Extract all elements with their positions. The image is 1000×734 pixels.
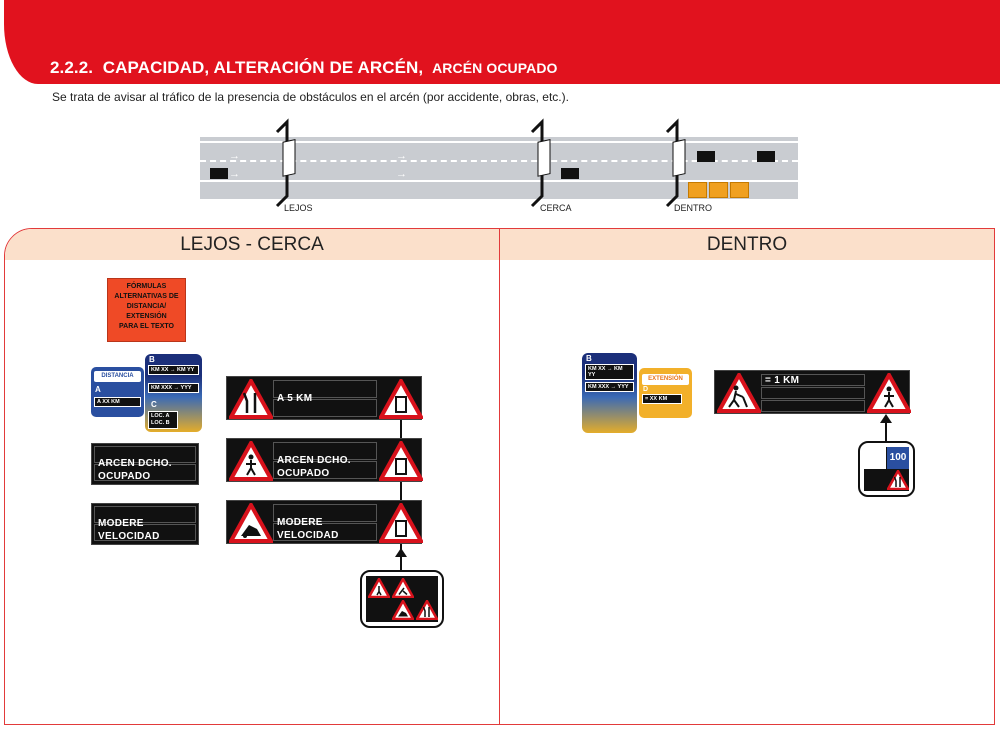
extension-line: KM XXX → YYY [585,382,634,392]
header-band [4,0,1000,84]
extension-format-box: B KM XX → KM YY KM XXX → YYY [582,353,637,433]
pedestrian-warning-icon [867,373,911,413]
vms-line: OCUPADO [277,468,330,479]
obstacle-block-icon [688,182,707,198]
traffic-arrow-icon: → [396,150,407,162]
vehicle-icon [697,151,715,162]
sign-line: OCUPADO [98,471,151,482]
door-warning-icon [379,379,423,419]
road-narrows-icon [887,470,909,490]
vms-line: = 1 KM [765,375,800,386]
vms-line: VELOCIDAD [277,530,339,541]
distance-label: DISTANCIA [94,371,141,382]
format-letter: B [149,355,155,364]
road-edge-top [200,141,798,143]
section-title: 2.2.2. CAPACIDAD, ALTERACIÓN DE ARCÉN, A… [50,58,558,78]
vms-sign-distance: A 5 KM [226,376,423,420]
vms-line: ARCEN DCHO. [277,455,351,466]
text-sign-modere: MODERE VELOCIDAD [91,503,199,545]
extension-value: = XX KM [642,394,682,404]
sign-line: MODERE [98,518,144,529]
lane-divider [200,160,798,162]
vms-sign-modere: MODERE VELOCIDAD [226,500,423,544]
connector-line [400,418,402,558]
location-b: LOC. B [151,420,170,426]
extension-label: EXTENSIÓN [642,374,689,385]
traffic-arrow-icon: → [396,168,407,180]
traffic-arrow-icon: → [229,168,240,180]
extension-d-box: EXTENSIÓN D = XX KM [639,368,692,418]
extension-line: KM XX → KM YY [585,364,634,380]
road-label-lejos: LEJOS [284,203,313,213]
accident-warning-icon [392,600,414,620]
location-a: LOC. A [151,413,170,419]
pictogram-panel: 100 [858,441,915,497]
road-narrows-icon [229,379,273,419]
arrow-up-icon [880,414,892,444]
roadworks-warning-icon [717,373,761,413]
intro-text: Se trata de avisar al tráfico de la pres… [52,90,569,104]
text-sign-arcen: ARCEN DCHO. OCUPADO [91,443,199,485]
formula-line: DISTANCIA/ [126,303,167,310]
sign-line: VELOCIDAD [98,531,160,542]
formula-line: PARA EL TEXTO [119,323,174,330]
extension-format-box: B KM XX → KM YY KM XXX → YYY C LOC. A LO… [145,354,202,432]
formula-line: ALTERNATIVAS DE [114,293,179,300]
distance-format-box: DISTANCIA A A XX KM [91,367,144,417]
roadworks-warning-icon [392,578,414,598]
distance-value: A XX KM [94,397,141,407]
door-warning-icon [379,441,423,481]
arrow-up-icon [395,548,407,572]
traffic-arrow-icon: → [229,150,240,162]
obstacle-block-icon [709,182,728,198]
obstacle-block-icon [730,182,749,198]
road-label-dentro: DENTRO [674,203,712,213]
format-letter: C [151,400,157,409]
speed-limit-value: 100 [887,447,909,469]
panel-title: LEJOS - CERCA [5,229,499,260]
sign-line: ARCEN DCHO. [98,458,172,469]
panel-title: DENTRO [500,229,994,260]
section-number: 2.2.2. [50,58,94,77]
gantry-icon [530,118,551,208]
vehicle-icon [561,168,579,179]
format-letter: A [95,385,101,394]
vms-line: A 5 KM [277,393,313,404]
section-subtitle: ARCÉN OCUPADO [432,60,558,76]
section-title-main: CAPACIDAD, ALTERACIÓN DE ARCÉN, [102,58,424,77]
vms-sign-arcen: ARCEN DCHO. OCUPADO [226,438,423,482]
formula-line: FÓRMULAS [126,283,167,290]
panel-dentro: DENTRO [499,228,995,725]
format-letter: D [643,386,649,393]
vms-sign-dentro: = 1 KM [714,370,911,414]
pictogram-panel [360,570,444,628]
vehicle-icon [210,168,228,179]
accident-warning-icon [229,503,273,543]
extension-line: KM XXX → YYY [148,383,199,393]
pedestrian-warning-icon [229,441,273,481]
pedestrian-warning-icon [368,578,390,598]
location-box: LOC. A LOC. B [148,411,178,429]
gantry-icon [275,118,296,208]
formula-line: EXTENSIÓN [126,313,167,320]
door-warning-icon [379,503,423,543]
vms-line: MODERE [277,517,323,528]
formula-note: FÓRMULAS ALTERNATIVAS DE DISTANCIA/ EXTE… [107,278,186,342]
gantry-icon [665,118,686,208]
road-label-cerca: CERCA [540,203,572,213]
vehicle-icon [757,151,775,162]
road-narrows-icon [416,600,438,620]
extension-line: KM XX → KM YY [148,365,199,375]
format-letter: B [586,354,592,363]
road-edge-shoulder [200,180,798,182]
